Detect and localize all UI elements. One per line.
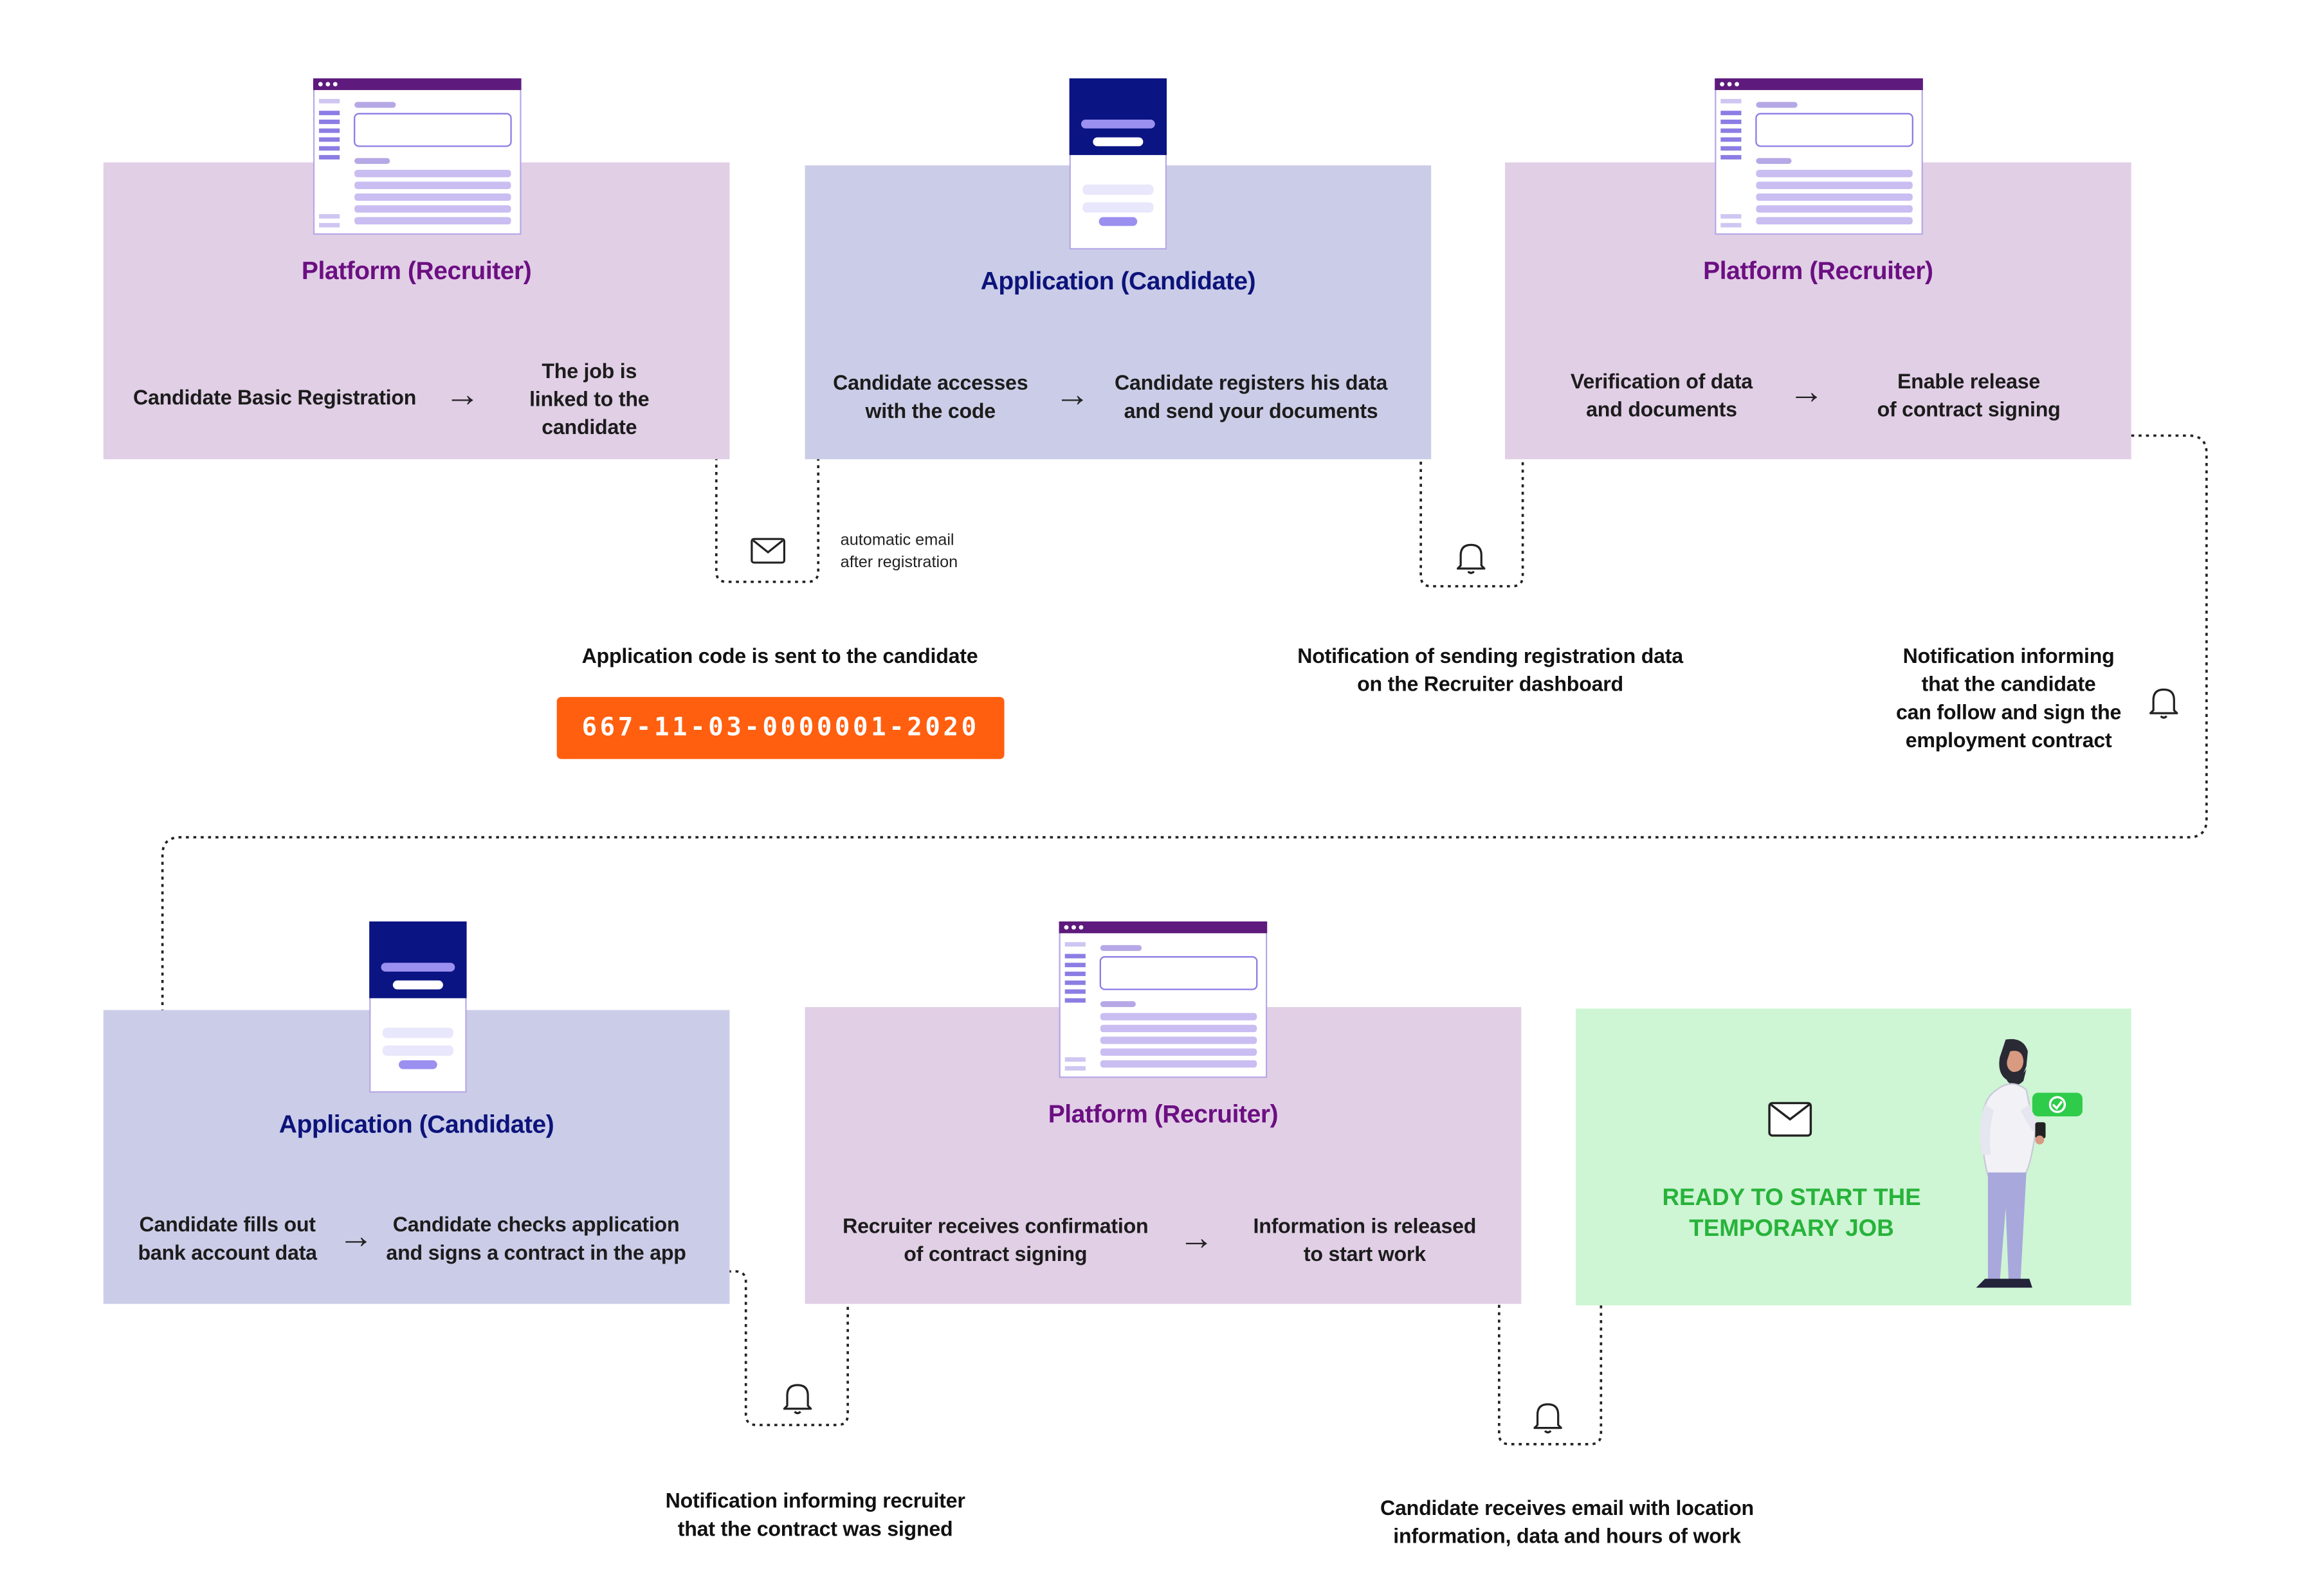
step-candidate-accesses: Candidate accesses with the code: [820, 369, 1041, 425]
note-line: Notification informing recruiter: [665, 1488, 965, 1512]
ready-line: TEMPORARY JOB: [1689, 1217, 1894, 1242]
bell-icon: [1533, 1403, 1562, 1434]
step-line: and send your documents: [1124, 399, 1378, 422]
step-line: bank account data: [138, 1240, 317, 1264]
browser-window-icon: [1715, 78, 1923, 235]
person-with-phone-illustration: [1976, 1038, 2083, 1288]
step-line: and signs a contract in the app: [386, 1240, 686, 1264]
browser-window-icon: [1059, 921, 1268, 1078]
stage-platform-recruiter-3: Platform (Recruiter) Recruiter receives …: [805, 1007, 1522, 1304]
stage-title: Platform (Recruiter): [1048, 1100, 1279, 1129]
bell-icon: [783, 1384, 812, 1415]
note-line: Candidate receives email with location: [1380, 1496, 1754, 1519]
note-line: that the contract was signed: [677, 1516, 953, 1541]
bell-icon: [1456, 543, 1486, 574]
envelope-icon: [1768, 1102, 1812, 1137]
note-line: that the candidate: [1921, 671, 2096, 696]
ready-text: READY TO START THE TEMPORARY JOB: [1635, 1183, 1948, 1244]
step-line: Information is released: [1253, 1213, 1477, 1238]
step-line: and documents: [1586, 397, 1737, 421]
note-line: Notification informing: [1902, 644, 2115, 667]
note-line: automatic email: [840, 531, 954, 550]
step-line: Verification of data: [1570, 369, 1753, 393]
envelope-icon: [751, 538, 785, 564]
step-line: Candidate accesses: [833, 370, 1028, 395]
stage-title: Platform (Recruiter): [301, 257, 532, 286]
step-line: Candidate fills out: [139, 1212, 316, 1237]
note-line: can follow and sign the: [1896, 700, 2122, 724]
arrow-right-icon: →: [1178, 1218, 1214, 1258]
step-line: of contract signing: [904, 1242, 1088, 1266]
arrow-right-icon: →: [1788, 372, 1825, 412]
step-line: linked to the: [529, 386, 650, 411]
stage-title: Platform (Recruiter): [1703, 257, 1933, 286]
step-line: The job is: [542, 359, 637, 383]
mobile-app-icon: [369, 921, 467, 1093]
step-candidate-basic-registration: Candidate Basic Registration: [132, 385, 417, 410]
step-line: to start work: [1303, 1242, 1426, 1266]
step-line: Recruiter receives confirmation: [843, 1213, 1149, 1238]
stage-application-candidate-1: Application (Candidate) Candidate access…: [805, 165, 1432, 460]
step-job-linked: The job is linked to the candidate: [500, 358, 678, 442]
automatic-email-note: automatic email after registration: [841, 530, 958, 574]
notification-registration-label: Notification of sending registration dat…: [1282, 642, 1699, 698]
step-enable-release: Enable release of contract signing: [1854, 368, 2084, 424]
step-line: of contract signing: [1877, 397, 2061, 421]
browser-window-icon: [313, 78, 522, 235]
step-line: Candidate registers his data: [1114, 370, 1388, 395]
step-line: with the code: [865, 399, 996, 422]
note-line: employment contract: [1905, 728, 2112, 752]
step-line: candidate: [542, 415, 637, 439]
note-line: Notification of sending registration dat…: [1297, 644, 1683, 667]
arrow-right-icon: →: [338, 1217, 374, 1257]
stage-title: Application (Candidate): [278, 1110, 554, 1139]
note-line: after registration: [840, 554, 958, 572]
stage-ready: READY TO START THE TEMPORARY JOB: [1576, 1008, 2131, 1306]
step-information-released: Information is released to start work: [1242, 1212, 1487, 1268]
mobile-app-icon: [1069, 78, 1167, 250]
bell-icon: [2149, 688, 2178, 719]
step-bank-account: Candidate fills out bank account data: [124, 1211, 331, 1267]
code-sent-label: Application code is sent to the candidat…: [581, 644, 978, 667]
step-candidate-registers: Candidate registers his data and send yo…: [1106, 369, 1396, 425]
ready-line: READY TO START THE: [1662, 1186, 1921, 1211]
email-location-label: Candidate receives email with location i…: [1360, 1494, 1774, 1550]
stage-title: Application (Candidate): [980, 267, 1256, 296]
step-sign-contract: Candidate checks application and signs a…: [384, 1211, 688, 1267]
note-line: on the Recruiter dashboard: [1357, 671, 1623, 696]
notification-signed-label: Notification informing recruiter that th…: [638, 1487, 992, 1543]
application-code-badge: 667-11-03-0000001-2020: [556, 696, 1005, 759]
step-line: Candidate checks application: [392, 1212, 680, 1237]
notification-contract-label: Notification informing that the candidat…: [1875, 642, 2141, 755]
arrow-right-icon: →: [444, 375, 480, 415]
arrow-right-icon: →: [1054, 375, 1090, 415]
step-line: Enable release: [1897, 369, 2041, 393]
step-verification: Verification of data and documents: [1549, 368, 1774, 424]
step-recruiter-confirmation: Recruiter receives confirmation of contr…: [837, 1212, 1153, 1268]
note-line: information, data and hours of work: [1393, 1523, 1741, 1548]
